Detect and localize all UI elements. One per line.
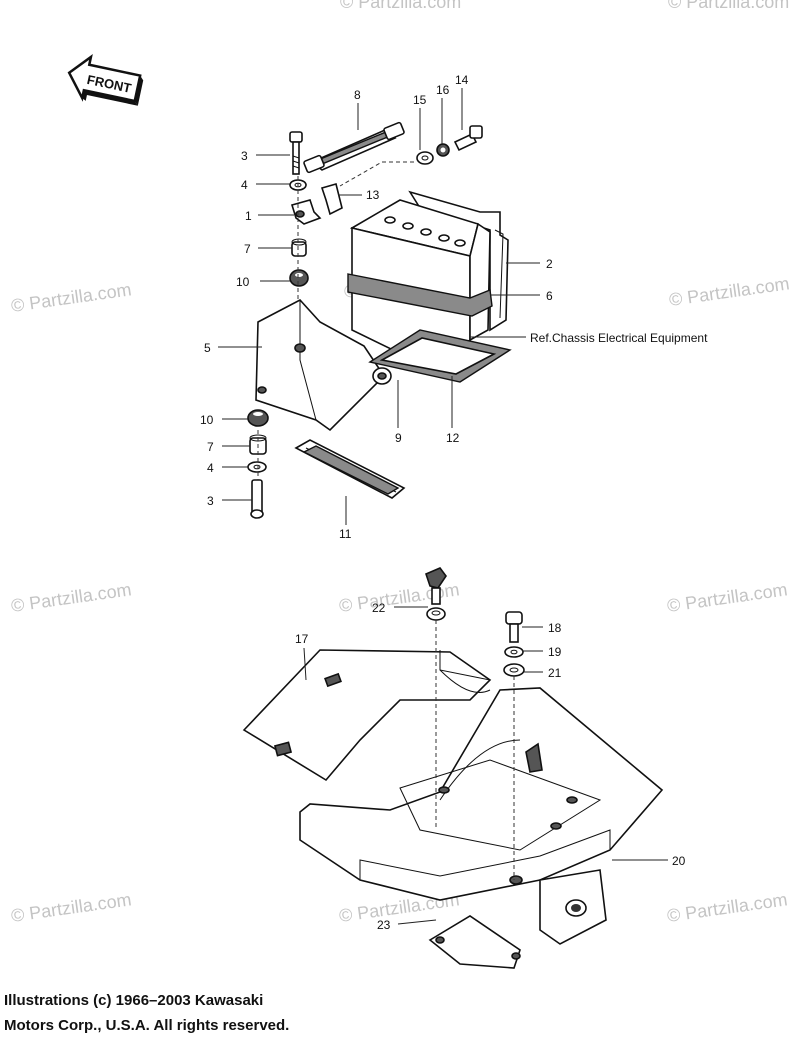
bolt-14 [453, 125, 483, 152]
damper-9 [372, 367, 392, 385]
callout-19: 19 [548, 645, 562, 659]
callout-15: 15 [413, 93, 427, 107]
callout-13: 13 [366, 188, 380, 202]
watermark: © Partzilla.com [10, 279, 133, 316]
watermark: © Partzilla.com [666, 889, 789, 926]
callout-6: 6 [546, 289, 553, 303]
watermark-layer: © Partzilla.com © Partzilla.com © Partzi… [10, 0, 791, 926]
bracket-23 [428, 915, 521, 969]
watermark: © Partzilla.com [666, 579, 789, 616]
assembly-lines-lower [435, 620, 515, 880]
grommet-10-upper [289, 269, 309, 287]
callout-23: 23 [377, 918, 391, 932]
callout-14: 14 [455, 73, 469, 87]
battery-pad-6 [347, 273, 493, 317]
callout-4: 4 [241, 178, 248, 192]
clamp-1 [290, 199, 322, 225]
callout-16: 16 [436, 83, 450, 97]
bolt-3-upper [289, 131, 303, 175]
tray-pad-12 [368, 329, 512, 383]
callout-10: 10 [236, 275, 250, 289]
watermark: © Partzilla.com [10, 889, 133, 926]
front-arrow-icon: FRONT [67, 54, 144, 106]
watermark: © Partzilla.com [668, 0, 789, 12]
callout-22: 22 [372, 601, 386, 615]
washer-19 [504, 646, 524, 658]
battery-tray-20 [299, 687, 664, 901]
washer-4-lower [247, 461, 267, 473]
callout-4: 4 [207, 461, 214, 475]
watermark: © Partzilla.com [668, 273, 791, 310]
callout-2: 2 [546, 257, 553, 271]
copyright-line-2: Motors Corp., U.S.A. All rights reserved… [4, 1017, 290, 1034]
watermark: © Partzilla.com [10, 579, 133, 616]
callout-7: 7 [244, 242, 251, 256]
lock-washer-16 [436, 143, 450, 157]
bolt-18 [505, 611, 523, 643]
collar-7-upper [291, 238, 307, 257]
copyright-line-1: Illustrations (c) 1966–2003 Kawasaki [4, 992, 264, 1009]
callout-17: 17 [295, 632, 309, 646]
battery-strap [303, 121, 405, 174]
callout-labels: 14 15 16 8 3 4 13 1 7 2 10 6 5 10 9 12 7… [200, 73, 708, 932]
callout-12: 12 [446, 431, 460, 445]
reference-note: Ref.Chassis Electrical Equipment [530, 331, 708, 345]
leader-lines [218, 88, 668, 925]
battery-cell-caps [384, 216, 466, 247]
callout-18: 18 [548, 621, 562, 635]
callout-1: 1 [245, 209, 252, 223]
callout-20: 20 [672, 854, 686, 868]
grommet-10-lower [247, 409, 269, 427]
clip-13 [320, 183, 343, 216]
cover-17 [242, 649, 492, 782]
callout-5: 5 [204, 341, 211, 355]
washer-15 [416, 151, 434, 165]
callout-10: 10 [200, 413, 214, 427]
watermark: © Partzilla.com [340, 0, 461, 12]
callout-11: 11 [339, 527, 352, 541]
callout-21: 21 [548, 666, 562, 680]
callout-8: 8 [354, 88, 361, 102]
assembly-lines-upper [257, 161, 414, 480]
callout-3: 3 [207, 494, 214, 508]
bolt-3-lower [250, 479, 264, 519]
rubber-strap-11 [294, 439, 406, 499]
callout-7: 7 [207, 440, 214, 454]
callout-3: 3 [241, 149, 248, 163]
callout-9: 9 [395, 431, 402, 445]
washer-21 [503, 663, 525, 677]
tray-bracket-lower [539, 869, 607, 945]
